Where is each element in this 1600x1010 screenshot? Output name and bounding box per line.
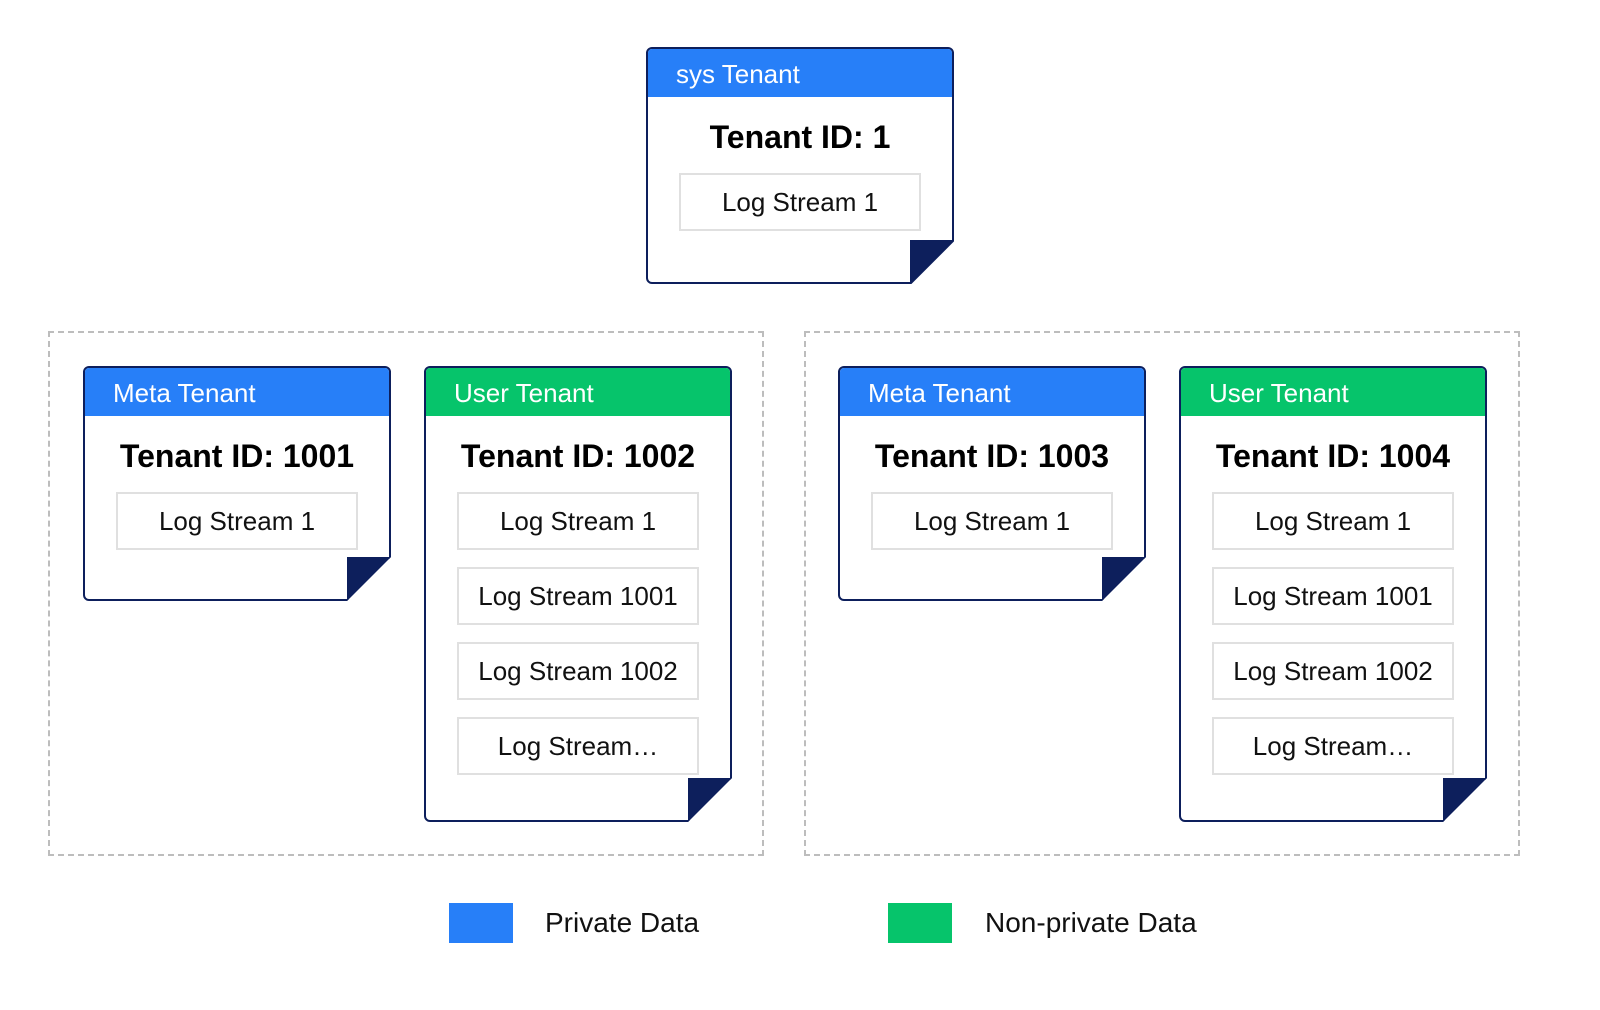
tenant-group-1 <box>48 331 764 856</box>
log-stream-item: Log Stream 1002 <box>457 642 699 700</box>
user-tenant-card-1004: User Tenant Tenant ID: 1004 Log Stream 1… <box>1179 366 1487 822</box>
log-stream-item: Log Stream 1001 <box>457 567 699 625</box>
user-tenant-header: User Tenant <box>1181 368 1485 416</box>
user-tenant-id: Tenant ID: 1004 <box>1215 438 1451 474</box>
sys-tenant-id: Tenant ID: 1 <box>709 119 891 155</box>
meta-tenant-header: Meta Tenant <box>85 368 389 416</box>
sys-tenant-card: sys Tenant Tenant ID: 1 Log Stream 1 <box>646 47 954 284</box>
log-stream-item: Log Stream 1001 <box>1212 567 1454 625</box>
sys-tenant-streams: Log Stream 1 <box>648 173 952 231</box>
meta-tenant-card-1001: Meta Tenant Tenant ID: 1001 Log Stream 1 <box>83 366 391 601</box>
legend-non-private-swatch <box>888 903 952 943</box>
user-tenant-streams: Log Stream 1 Log Stream 1001 Log Stream … <box>426 492 730 775</box>
user-tenant-streams: Log Stream 1 Log Stream 1001 Log Stream … <box>1181 492 1485 775</box>
log-stream-item: Log Stream… <box>457 717 699 775</box>
legend-private-label: Private Data <box>545 907 700 938</box>
user-tenant-header: User Tenant <box>426 368 730 416</box>
sys-tenant-header: sys Tenant <box>648 49 952 97</box>
log-stream-item: Log Stream 1 <box>457 492 699 550</box>
legend-non-private-label: Non-private Data <box>985 907 1197 938</box>
log-stream-item: Log Stream 1 <box>679 173 921 231</box>
log-stream-item: Log Stream 1 <box>871 492 1113 550</box>
meta-tenant-id: Tenant ID: 1003 <box>874 438 1110 474</box>
log-stream-item: Log Stream… <box>1212 717 1454 775</box>
tenant-group-2 <box>804 331 1520 856</box>
log-stream-item: Log Stream 1 <box>116 492 358 550</box>
log-stream-item: Log Stream 1002 <box>1212 642 1454 700</box>
log-stream-item: Log Stream 1 <box>1212 492 1454 550</box>
legend-private-swatch <box>449 903 513 943</box>
user-tenant-id: Tenant ID: 1002 <box>460 438 696 474</box>
user-tenant-card-1002: User Tenant Tenant ID: 1002 Log Stream 1… <box>424 366 732 822</box>
meta-tenant-streams: Log Stream 1 <box>840 492 1144 550</box>
meta-tenant-header: Meta Tenant <box>840 368 1144 416</box>
meta-tenant-id: Tenant ID: 1001 <box>119 438 355 474</box>
meta-tenant-card-1003: Meta Tenant Tenant ID: 1003 Log Stream 1 <box>838 366 1146 601</box>
meta-tenant-streams: Log Stream 1 <box>85 492 389 550</box>
